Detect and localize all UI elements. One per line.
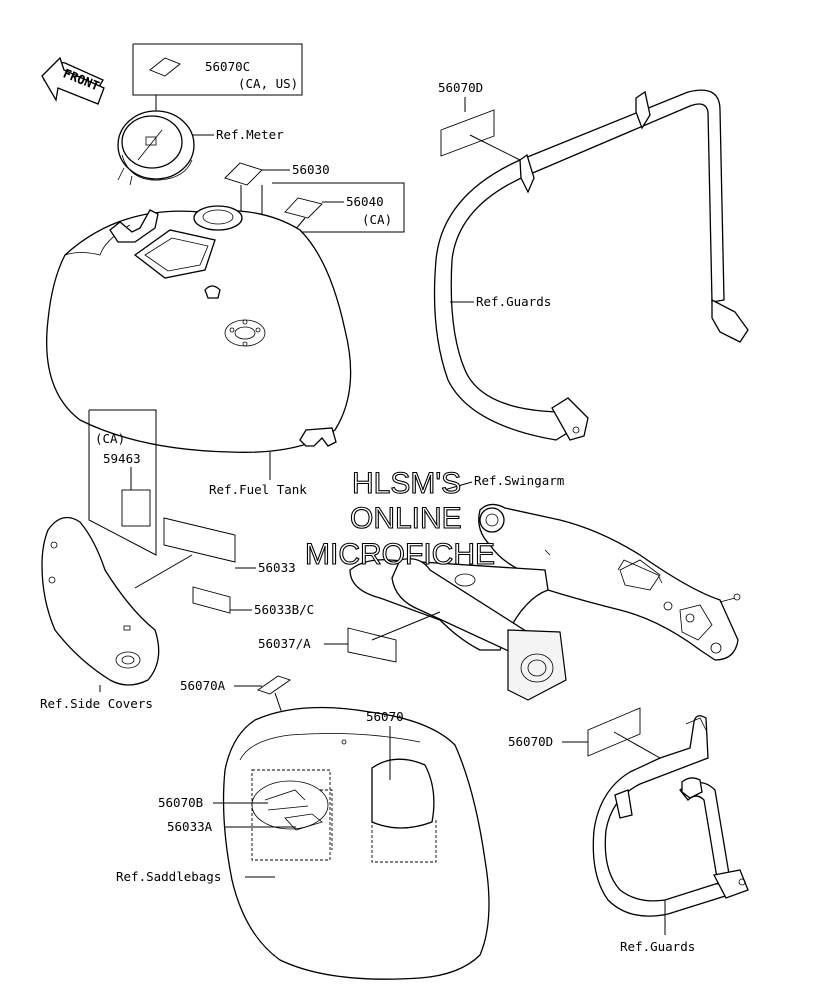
- decal-59463-icon: [121, 489, 151, 527]
- decal-56033-group: 56033: [134, 517, 296, 589]
- decal-56037A-group: 56037/A: [258, 611, 441, 663]
- decal-56033BC-group: 56033B/C: [192, 586, 314, 617]
- decal-56070D-top-group: 56070D: [438, 80, 521, 161]
- decal-56070C-icon: [149, 57, 181, 77]
- decal-56070A-group: 56070A: [180, 675, 291, 723]
- watermark: HLSM'S ONLINE MICROFICHE: [304, 466, 495, 571]
- decal-59463-group: (CA) 59463: [88, 409, 157, 556]
- label-56040: 56040: [346, 194, 384, 209]
- watermark-line-2: ONLINE: [350, 502, 462, 535]
- swingarm-drawing: Ref.Swingarm: [349, 473, 741, 701]
- label-ref-swingarm: Ref.Swingarm: [474, 473, 564, 488]
- label-56070C: 56070C: [205, 59, 250, 74]
- saddlebag-drawing: 56070 56070B 56033A Ref.Saddlebags: [116, 706, 490, 980]
- label-56070: 56070: [366, 709, 404, 724]
- label-ca-2: (CA): [95, 431, 125, 446]
- label-56037A: 56037/A: [258, 636, 311, 651]
- decal-56070D-top-icon: [440, 109, 495, 157]
- label-ref-saddlebags: Ref.Saddlebags: [116, 869, 221, 884]
- decal-56040-icon: [284, 197, 323, 219]
- label-59463: 59463: [103, 451, 141, 466]
- front-arrow-icon: FRONT: [41, 56, 105, 105]
- decal-56033-icon: [163, 517, 236, 563]
- label-56070B: 56070B: [158, 795, 203, 810]
- label-ref-fuel-tank: Ref.Fuel Tank: [209, 482, 307, 497]
- side-cover-drawing: Ref.Side Covers: [40, 516, 160, 711]
- guards-top-drawing: Ref.Guards: [433, 89, 749, 441]
- watermark-line-1: HLSM'S: [352, 467, 461, 500]
- label-56033A: 56033A: [167, 819, 213, 834]
- decal-56030-icon: [224, 162, 263, 186]
- label-ref-meter: Ref.Meter: [216, 127, 284, 142]
- label-56070D-top: 56070D: [438, 80, 483, 95]
- label-56070A: 56070A: [180, 678, 226, 693]
- label-56070D-bottom: 56070D: [508, 734, 553, 749]
- label-ca-1: (CA): [362, 212, 392, 227]
- meter-drawing: Ref.Meter: [117, 110, 284, 186]
- label-ref-guards-bottom: Ref.Guards: [620, 939, 695, 954]
- label-ca-us: (CA, US): [238, 76, 298, 91]
- decal-56070D-bottom-group: 56070D: [508, 707, 661, 759]
- label-ref-guards-top: Ref.Guards: [476, 294, 551, 309]
- decal-56070A-icon: [257, 675, 291, 695]
- guards-bottom-drawing: Ref.Guards: [592, 715, 749, 954]
- label-56033: 56033: [258, 560, 296, 575]
- watermark-line-3: MICROFICHE: [305, 538, 495, 571]
- label-ref-side-covers: Ref.Side Covers: [40, 696, 153, 711]
- decal-56033BC-icon: [192, 586, 231, 614]
- fuel-tank-drawing: Ref.Fuel Tank: [46, 205, 352, 497]
- decal-56040-group: 56040 (CA): [269, 182, 405, 261]
- label-56033BC: 56033B/C: [254, 602, 314, 617]
- label-56030: 56030: [292, 162, 330, 177]
